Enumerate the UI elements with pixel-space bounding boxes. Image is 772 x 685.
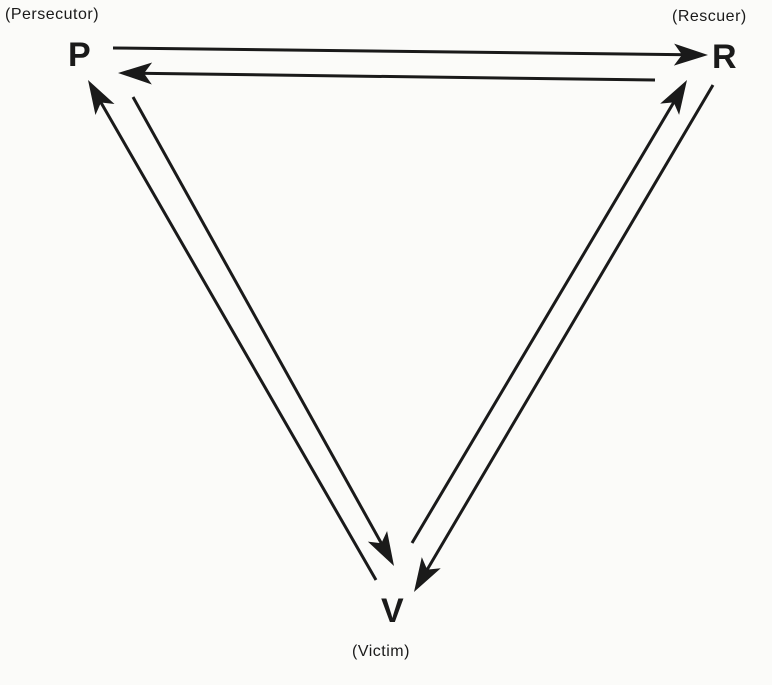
rescuer-label: (Rescuer): [672, 8, 747, 25]
arrow-r-to-v: [422, 84, 715, 576]
victim-label: (Victim): [352, 643, 410, 660]
victim-node: V: [381, 592, 404, 630]
rescuer-node: R: [712, 38, 737, 76]
arrowhead-icon: [118, 62, 153, 85]
arrow-r-to-p: [137, 71, 656, 82]
arrow-p-to-v: [131, 96, 386, 550]
arrowhead-icon: [88, 80, 115, 115]
arrow-p-to-r: [112, 46, 689, 57]
arrowhead-icon: [414, 557, 441, 592]
arrow-v-to-r: [410, 96, 679, 544]
persecutor-node: P: [68, 36, 91, 74]
arrowhead-icon: [673, 43, 708, 66]
arrowhead-icon: [660, 80, 687, 115]
arrow-v-to-p: [96, 96, 378, 581]
persecutor-label: (Persecutor): [5, 6, 100, 23]
arrowhead-icon: [367, 530, 394, 566]
